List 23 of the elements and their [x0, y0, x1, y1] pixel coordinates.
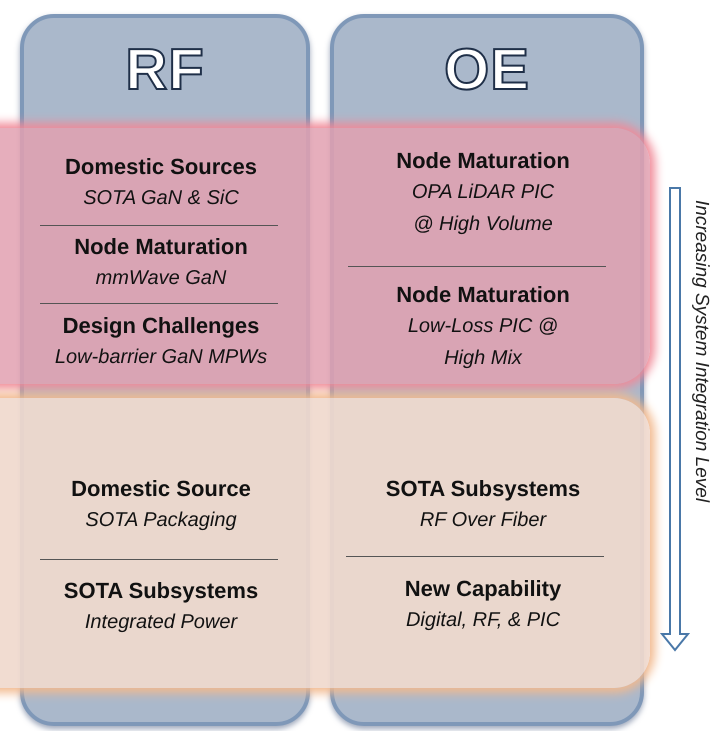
cell-heading: Node Maturation [74, 233, 248, 261]
axis-label: Increasing System Integration Level [690, 200, 711, 502]
cell-subtitle: OPA LiDAR PIC @ High Volume [410, 180, 556, 237]
cell-subtitle: RF Over Fiber [420, 508, 546, 533]
column-title: RF [124, 36, 206, 103]
cell-heading: Design Challenges [62, 312, 260, 340]
band-panel [0, 128, 650, 384]
cell-subtitle: SOTA GaN & SiC [83, 186, 239, 211]
cell-subtitle: Low-Loss PIC @ High Mix [406, 314, 560, 371]
cell-heading: Domestic Sources [65, 153, 257, 181]
cell-subtitle: Digital, RF, & PIC [406, 608, 560, 633]
cell-heading: New Capability [404, 575, 562, 603]
cell-heading: SOTA Subsystems [64, 577, 258, 605]
cell-subtitle: SOTA Packaging [85, 508, 237, 533]
cell-subtitle: Low-barrier GaN MPWs [54, 345, 268, 370]
band-panel [0, 398, 650, 688]
column-title: OE [443, 36, 531, 103]
cell-subtitle: mmWave GaN [96, 266, 226, 291]
cell-subtitle: Integrated Power [84, 610, 238, 635]
cell-heading: Domestic Source [71, 475, 251, 503]
cell-heading: Node Maturation [396, 281, 570, 309]
cell-heading: Node Maturation [396, 147, 570, 175]
cell-heading: SOTA Subsystems [386, 475, 580, 503]
